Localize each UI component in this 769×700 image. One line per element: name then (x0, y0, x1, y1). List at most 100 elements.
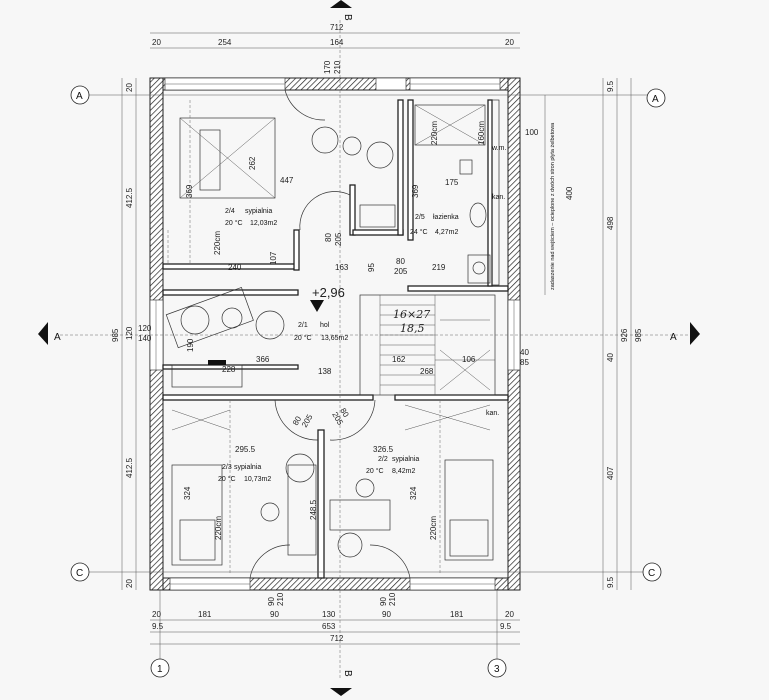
dim-right-small: 40 (520, 348, 529, 357)
dim-door: 90 (267, 597, 276, 606)
outer-walls (149, 77, 521, 591)
dim-int: 219 (432, 263, 446, 272)
dim-int: 324 (183, 486, 192, 500)
dim-int: 220cm (213, 231, 222, 255)
dim-top-seg: 164 (330, 38, 344, 47)
svg-text:4,27m2: 4,27m2 (435, 229, 458, 236)
dim-int: 205 (300, 412, 315, 429)
dim-int: 366 (256, 355, 270, 364)
dim-top-door: 170 (323, 60, 332, 74)
svg-text:10,73m2: 10,73m2 (244, 476, 271, 483)
dim-left-seg: 412.5 (125, 457, 134, 478)
dim-left-seg: 20 (125, 83, 134, 92)
dim-int: 175 (445, 178, 459, 187)
svg-text:sypialnia: sypialnia (234, 464, 261, 471)
dim-left-seg: 412.5 (125, 187, 134, 208)
dim-right-seg: 498 (606, 216, 615, 230)
dim-bath-side: 100 (525, 128, 539, 137)
svg-text:24 °C: 24 °C (410, 228, 428, 236)
dim-int: 205 (394, 267, 408, 276)
dim-bottom-seg: 90 (382, 610, 391, 619)
dim-top-seg: 20 (505, 38, 514, 47)
dim-bottom-seg: 181 (450, 610, 464, 619)
stairs-height: 18,5 (400, 322, 425, 335)
dim-bottom-seg: 90 (270, 610, 279, 619)
dim-int: 248.5 (309, 499, 318, 520)
room-labels: 2/4 sypialnia 20 °C 12,03m2 2/5 łazienka… (218, 122, 556, 483)
dim-int: 228 (222, 365, 236, 374)
svg-text:20 °C: 20 °C (366, 467, 384, 475)
dim-int: 447 (280, 176, 294, 185)
axis-col-label: 1 (157, 664, 163, 675)
dim-int: 268 (420, 367, 434, 376)
room-2-4: 2/4 sypialnia 20 °C 12,03m2 (225, 208, 277, 227)
dim-left-total: 985 (111, 328, 120, 342)
room-2-1: 2/1 hol 20 °C 13,65m2 (294, 322, 348, 342)
dim-right-total: 926 (620, 328, 629, 342)
axis-row-label: A (652, 94, 659, 105)
dim-int: 160cm (477, 121, 486, 145)
dim-bottom-seg: 130 (322, 610, 336, 619)
dim-int: 369 (185, 184, 194, 198)
dim-left-seg: 120 (125, 326, 134, 340)
svg-text:hol: hol (320, 322, 330, 329)
dim-int: 107 (269, 251, 278, 265)
dim-int: 190 (186, 338, 195, 352)
dim-top-door: 210 (333, 60, 342, 74)
axis-row-label: C (76, 568, 83, 579)
svg-text:2/4: 2/4 (225, 208, 235, 215)
dim-int: 80 (396, 257, 405, 266)
level-label: +2,96 (312, 285, 345, 300)
room-2-5: 2/5 łazienka 24 °C 4,27m2 (410, 214, 459, 236)
level-marker-icon (310, 300, 324, 312)
dim-bottom-sub: 653 (322, 622, 336, 631)
dim-right-small: 85 (520, 358, 529, 367)
svg-text:20 °C: 20 °C (218, 475, 236, 483)
dim-bath-side: 400 (565, 186, 574, 200)
kan-label: kan. (492, 194, 505, 201)
dim-bottom-seg: 20 (152, 610, 161, 619)
svg-text:sypialnia: sypialnia (392, 456, 419, 463)
stairs-count: 16×27 (393, 308, 430, 321)
section-b-label: B (342, 14, 353, 21)
axis-markers: A A C C A A B B 1 3 (38, 0, 700, 696)
dim-int: 369 (411, 184, 420, 198)
interior-walls (162, 99, 509, 579)
dim-door: 210 (276, 592, 285, 606)
dim-int: 205 (334, 232, 343, 246)
axis-row-label: C (648, 568, 655, 579)
dim-right-total: 985 (634, 328, 643, 342)
svg-text:łazienka: łazienka (433, 214, 459, 221)
svg-text:8,42m2: 8,42m2 (392, 468, 415, 475)
dim-int: 240 (228, 263, 242, 272)
dimension-labels: 712 20 254 164 20 170 210 20 181 90 130 … (111, 23, 643, 643)
dim-int: 95 (367, 263, 376, 272)
dim-int: 326.5 (373, 445, 394, 454)
svg-text:sypialnia: sypialnia (245, 208, 272, 215)
section-a-label: A (54, 332, 61, 343)
svg-text:20 °C: 20 °C (294, 334, 312, 342)
dim-left-small: 140 (138, 334, 152, 343)
dim-int: 106 (462, 355, 476, 364)
dim-int: 163 (335, 263, 349, 272)
svg-text:2/2: 2/2 (378, 456, 388, 463)
svg-text:12,03m2: 12,03m2 (250, 220, 277, 227)
dim-int: 295.5 (235, 445, 256, 454)
dim-left-seg: 20 (125, 579, 134, 588)
svg-text:2/1: 2/1 (298, 322, 308, 329)
dim-right-seg: 40 (606, 353, 615, 362)
svg-text:13,65m2: 13,65m2 (321, 335, 348, 342)
dim-int: 262 (248, 156, 257, 170)
dim-top-total: 712 (330, 23, 344, 32)
dim-int: 220cm (429, 516, 438, 540)
dim-int: 324 (409, 486, 418, 500)
dim-int: 220cm (430, 121, 439, 145)
dimension-lines (60, 20, 700, 680)
wm-label: w.m. (491, 145, 506, 152)
dim-int: 80 (324, 233, 333, 242)
svg-text:2/3: 2/3 (222, 464, 232, 471)
room-2-2: 2/2 sypialnia 20 °C 8,42m2 (366, 456, 419, 475)
side-note: zadaszenie nad wejściem – ocieplone z dw… (550, 122, 556, 290)
svg-text:2/5: 2/5 (415, 214, 425, 221)
